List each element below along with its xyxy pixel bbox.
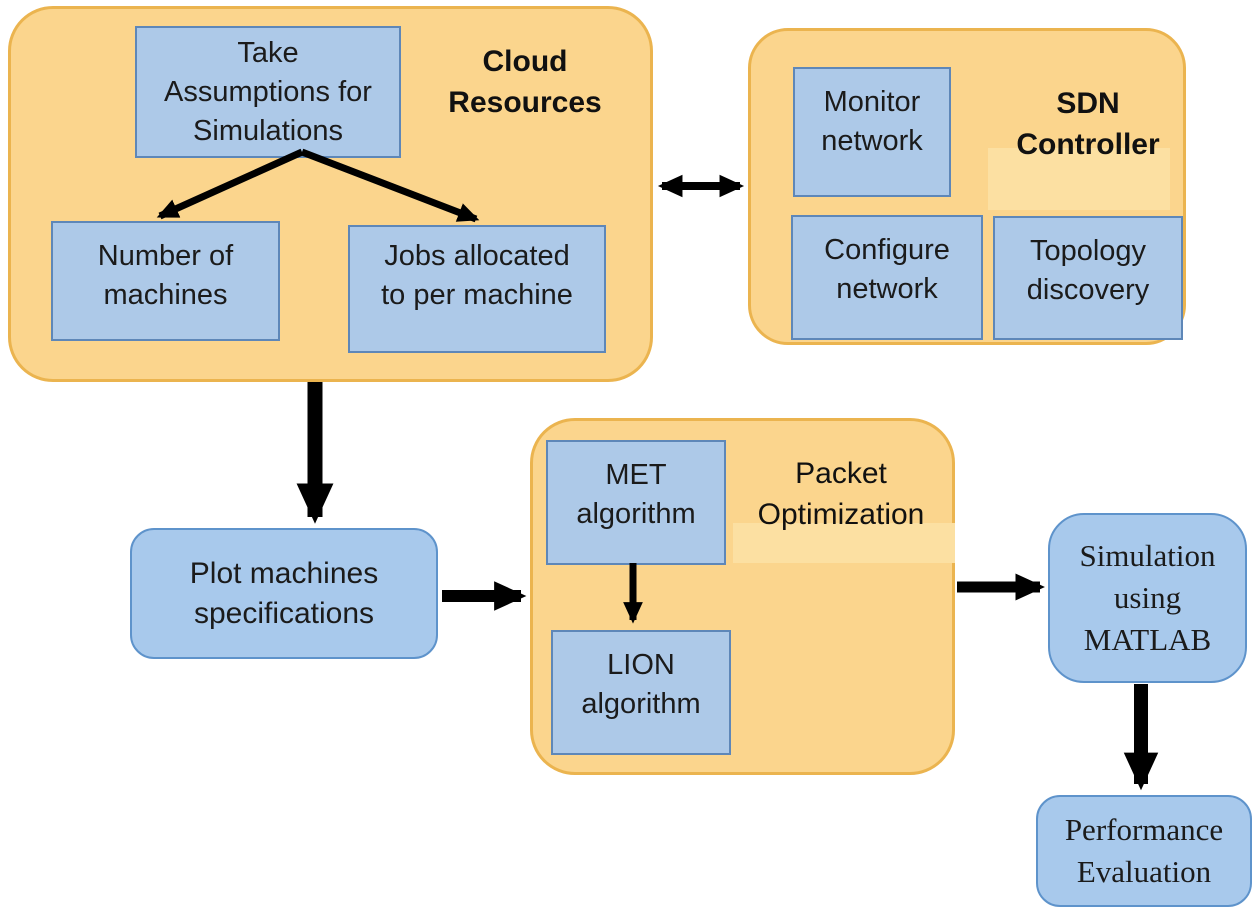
- simulation-matlab-line2: using: [1113, 580, 1182, 615]
- topology-discovery-line2: discovery: [1026, 274, 1150, 306]
- take-assumptions-line3: Simulations: [193, 114, 343, 147]
- jobs-allocated-box: Jobs allocated to per machine: [348, 225, 606, 353]
- sdn-label-highlight: [988, 148, 1170, 210]
- cloud-resources-label: Cloud Resources: [415, 41, 635, 123]
- performance-evaluation-line2: Evaluation: [1076, 854, 1212, 889]
- sdn-controller-label-line2: Controller: [1016, 128, 1160, 161]
- configure-network-line2: network: [836, 273, 938, 305]
- met-algorithm-line2: algorithm: [576, 498, 696, 530]
- simulation-matlab-box: Simulation using MATLAB: [1048, 513, 1247, 683]
- sdn-controller-container: SDN Controller Monitor network Configure…: [748, 28, 1186, 345]
- simulation-matlab-line1: Simulation: [1079, 538, 1216, 573]
- monitor-network-box: Monitor network: [793, 67, 951, 197]
- sdn-controller-label: SDN Controller: [988, 83, 1188, 165]
- lion-algorithm-line1: LION: [607, 649, 675, 681]
- take-assumptions-line2: Assumptions for: [164, 75, 372, 108]
- packet-optimization-label: Packet Optimization: [723, 453, 959, 535]
- simulation-matlab-line3: MATLAB: [1083, 622, 1212, 657]
- cloud-resources-container: Cloud Resources Take Assumptions for Sim…: [8, 6, 653, 382]
- take-assumptions-line1: Take: [237, 36, 299, 69]
- configure-network-box: Configure network: [791, 215, 983, 340]
- take-assumptions-box: Take Assumptions for Simulations: [135, 26, 401, 158]
- monitor-network-line2: network: [821, 125, 923, 157]
- performance-evaluation-line1: Performance: [1064, 812, 1224, 847]
- plot-machines-line2: specifications: [193, 596, 375, 630]
- number-of-machines-box: Number of machines: [51, 221, 280, 341]
- number-of-machines-line2: machines: [103, 279, 228, 311]
- topology-discovery-box: Topology discovery: [993, 216, 1183, 340]
- plot-machines-line1: Plot machines: [189, 556, 379, 590]
- cloud-resources-label-line1: Cloud: [482, 45, 568, 78]
- jobs-allocated-line1: Jobs allocated: [384, 240, 570, 272]
- packet-optimization-container: Packet Optimization MET algorithm LION a…: [530, 418, 955, 775]
- lion-algorithm-line2: algorithm: [581, 688, 701, 720]
- met-algorithm-line1: MET: [605, 459, 667, 491]
- packet-optimization-label-line1: Packet: [795, 457, 887, 490]
- number-of-machines-line1: Number of: [97, 240, 234, 272]
- sdn-controller-label-line1: SDN: [1056, 87, 1120, 120]
- configure-network-line1: Configure: [824, 234, 950, 266]
- packet-label-highlight: [733, 523, 955, 563]
- plot-machines-box: Plot machines specifications: [130, 528, 438, 659]
- jobs-allocated-line2: to per machine: [381, 279, 573, 311]
- packet-optimization-label-line2: Optimization: [757, 498, 925, 531]
- lion-algorithm-box: LION algorithm: [551, 630, 731, 755]
- monitor-network-line1: Monitor: [823, 86, 921, 118]
- cloud-resources-label-line2: Resources: [448, 86, 602, 119]
- met-algorithm-box: MET algorithm: [546, 440, 726, 565]
- performance-evaluation-box: Performance Evaluation: [1036, 795, 1252, 907]
- topology-discovery-line1: Topology: [1029, 235, 1147, 267]
